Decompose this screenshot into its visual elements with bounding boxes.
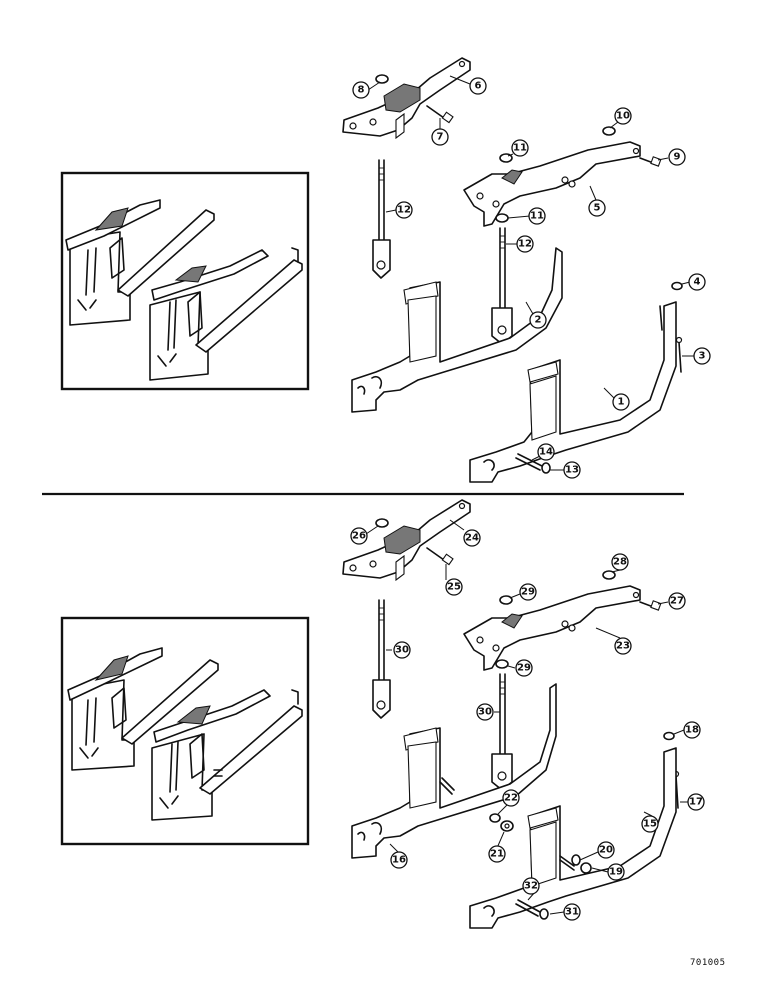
callout-28: 28	[611, 553, 629, 571]
callout-8: 8	[352, 81, 370, 99]
svg-text:16: 16	[392, 855, 406, 866]
callout-30b: 30	[476, 703, 494, 721]
svg-text:4: 4	[694, 277, 701, 288]
svg-text:12: 12	[397, 205, 411, 216]
svg-text:8: 8	[358, 85, 365, 96]
lower-inset-view	[60, 616, 310, 846]
svg-text:2: 2	[535, 315, 542, 326]
callout-32: 32	[522, 877, 540, 895]
callout-12b: 12	[516, 235, 534, 253]
callout-24: 24	[463, 529, 481, 547]
callout-30a: 30	[393, 641, 411, 659]
svg-text:18: 18	[685, 725, 699, 736]
callout-11a: 11	[511, 139, 529, 157]
callout-21: 21	[488, 845, 506, 863]
svg-text:13: 13	[565, 465, 579, 476]
svg-text:11: 11	[513, 143, 527, 154]
callout-12a: 12	[395, 201, 413, 219]
svg-text:23: 23	[616, 641, 630, 652]
svg-text:20: 20	[599, 845, 613, 856]
callout-11b: 11	[528, 207, 546, 225]
svg-text:6: 6	[475, 81, 482, 92]
upper-inset-view	[60, 171, 310, 391]
callout-20: 20	[597, 841, 615, 859]
callout-25: 25	[445, 578, 463, 596]
svg-text:14: 14	[539, 447, 553, 458]
callout-4: 4	[688, 273, 706, 291]
callout-9: 9	[668, 148, 686, 166]
svg-text:15: 15	[643, 819, 657, 830]
callout-2: 2	[529, 311, 547, 329]
callout-5: 5	[588, 199, 606, 217]
upper-bracket-assembly	[342, 57, 683, 483]
svg-text:30: 30	[395, 645, 409, 656]
svg-text:22: 22	[504, 793, 518, 804]
callout-27: 27	[668, 592, 686, 610]
svg-text:3: 3	[699, 351, 706, 362]
callout-19: 19	[607, 863, 625, 881]
callout-7: 7	[431, 128, 449, 146]
callout-13: 13	[563, 461, 581, 479]
svg-text:10: 10	[616, 111, 630, 122]
svg-text:30: 30	[478, 707, 492, 718]
svg-text:1: 1	[618, 397, 625, 408]
callout-14: 14	[537, 443, 555, 461]
callout-22: 22	[502, 789, 520, 807]
callout-29a: 29	[519, 583, 537, 601]
svg-text:7: 7	[437, 132, 444, 143]
figure-code: 701005	[690, 958, 726, 968]
svg-text:17: 17	[689, 797, 703, 808]
callout-31: 31	[563, 903, 581, 921]
callout-18: 18	[683, 721, 701, 739]
svg-text:28: 28	[613, 557, 627, 568]
callout-23: 23	[614, 637, 632, 655]
svg-text:32: 32	[524, 881, 538, 892]
svg-text:29: 29	[521, 587, 535, 598]
leader-lines	[365, 75, 694, 915]
svg-text:9: 9	[674, 152, 681, 163]
callout-26: 26	[350, 527, 368, 545]
svg-text:29: 29	[517, 663, 531, 674]
svg-text:19: 19	[609, 867, 623, 878]
svg-text:21: 21	[490, 849, 504, 860]
svg-text:25: 25	[447, 582, 461, 593]
callout-10: 10	[614, 107, 632, 125]
callout-6: 6	[469, 77, 487, 95]
callout-1: 1	[612, 393, 630, 411]
svg-text:24: 24	[465, 533, 479, 544]
callout-29b: 29	[515, 659, 533, 677]
svg-text:5: 5	[594, 203, 601, 214]
svg-text:12: 12	[518, 239, 532, 250]
callout-17: 17	[687, 793, 705, 811]
lower-bracket-assembly	[342, 499, 680, 929]
callout-15: 15	[641, 815, 659, 833]
callout-16: 16	[390, 851, 408, 869]
callout-3: 3	[693, 347, 711, 365]
svg-text:11: 11	[530, 211, 544, 222]
svg-text:27: 27	[670, 596, 684, 607]
svg-text:31: 31	[565, 907, 579, 918]
svg-text:26: 26	[352, 531, 366, 542]
